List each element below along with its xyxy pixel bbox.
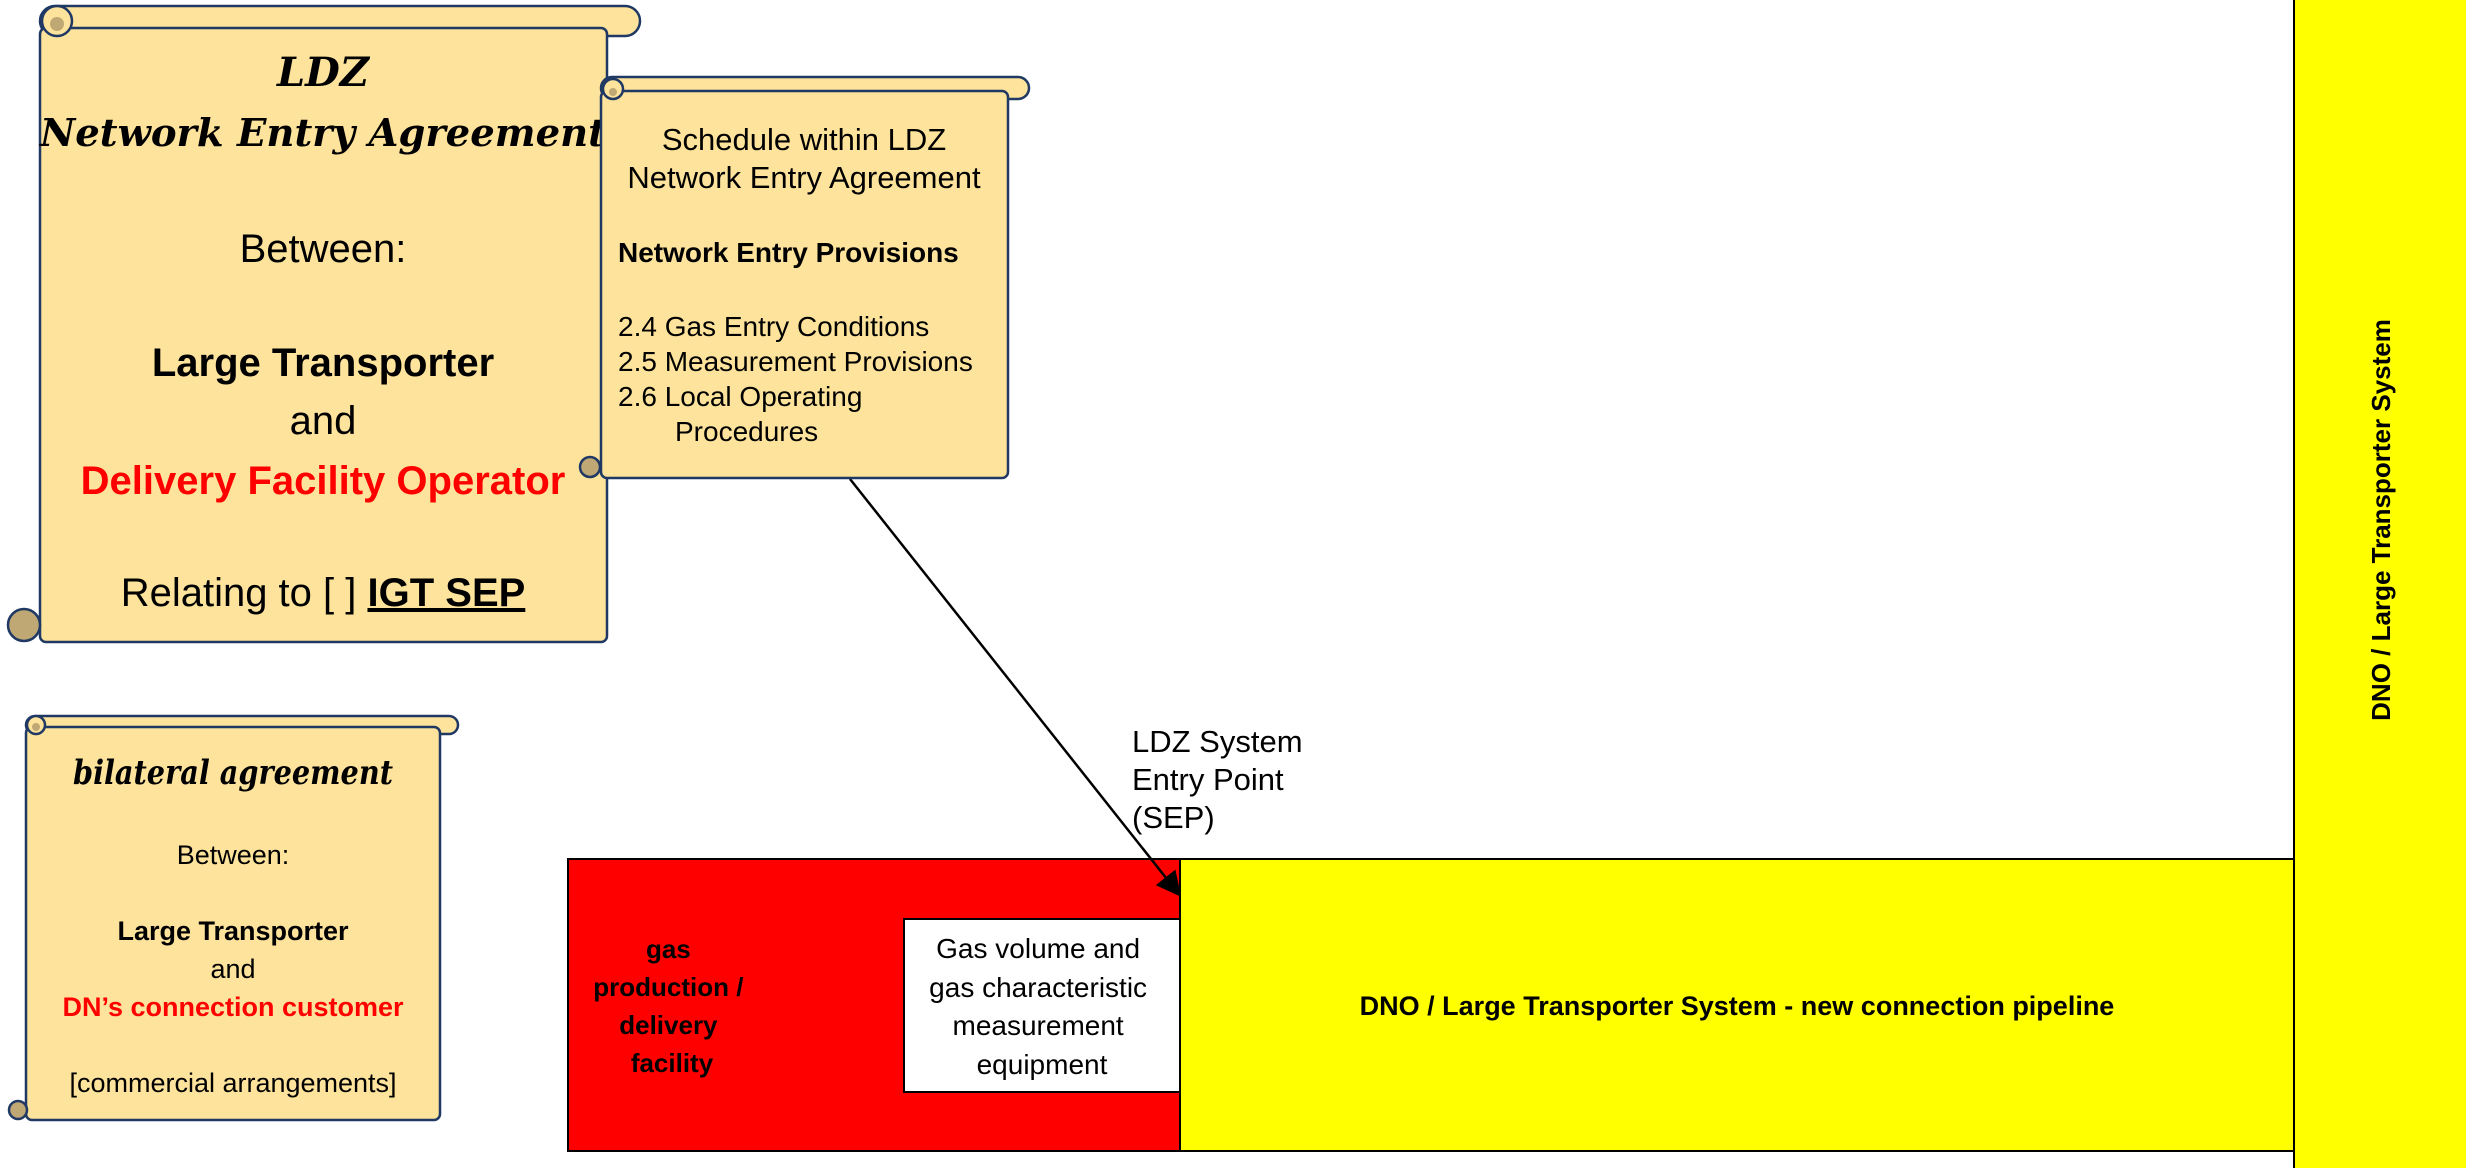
bilateral-title: bilateral agreement — [73, 753, 393, 793]
pipeline-label: DNO / Large Transporter System - new con… — [1360, 991, 2115, 1021]
schedule-heading: Network Entry Provisions — [618, 237, 959, 268]
bilateral-party2: DN’s connection customer — [62, 992, 404, 1022]
main-agreement-party1: Large Transporter — [152, 341, 494, 385]
bilateral-note: [commercial arrangements] — [69, 1068, 396, 1098]
bilateral-scroll — [7, 714, 460, 1122]
sep-label: LDZ System Entry Point (SEP) — [1132, 724, 1311, 835]
scroll-curl-bottom — [6, 607, 42, 643]
measurement-equipment-box — [903, 918, 1181, 1093]
main-agreement-party2: Delivery Facility Operator — [81, 459, 566, 503]
main-agreement-title-2: Network Entry Agreement — [39, 110, 606, 155]
schedule-scroll — [578, 75, 1031, 480]
main-agreement-and: and — [290, 399, 357, 443]
main-agreement-relating: Relating to [ ] IGT SEP — [121, 571, 526, 615]
measurement-equipment-label: Gas volume and gas characteristic measur… — [929, 933, 1155, 1080]
system-bar-label: DNO / Large Transporter System — [2366, 319, 2396, 721]
production-facility-label: gas production / delivery facility — [593, 934, 750, 1078]
main-agreement-between: Between: — [240, 227, 407, 271]
schedule-title-2: Network Entry Agreement — [627, 160, 981, 195]
sep-arrow — [849, 478, 1182, 897]
main-agreement-title-1: LDZ — [276, 49, 371, 96]
schedule-title-1: Schedule within LDZ — [662, 122, 946, 157]
main-agreement-scroll — [6, 4, 642, 644]
bilateral-and: and — [210, 954, 255, 984]
system-bar — [2294, 0, 2466, 1168]
bilateral-party1: Large Transporter — [117, 916, 349, 946]
schedule-items: 2.4 Gas Entry Conditions 2.5 Measurement… — [618, 311, 981, 447]
relating-sep: IGT SEP — [367, 571, 525, 615]
relating-prefix: Relating to [ ] — [121, 571, 368, 615]
pipeline-box — [1179, 858, 2295, 1152]
bilateral-between: Between: — [177, 840, 290, 870]
